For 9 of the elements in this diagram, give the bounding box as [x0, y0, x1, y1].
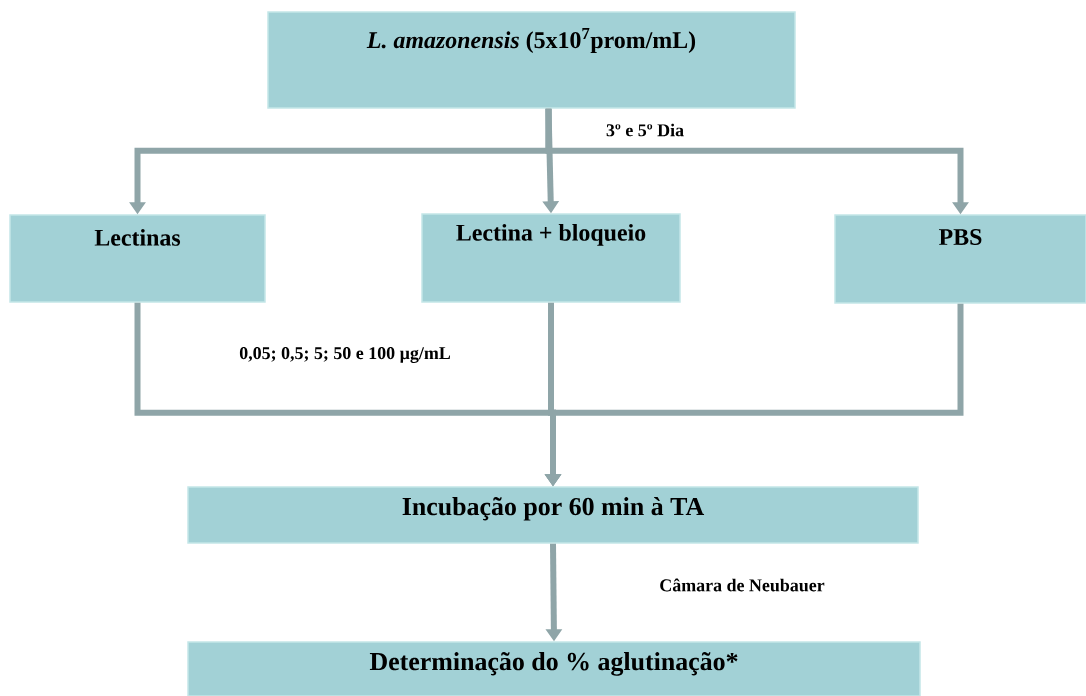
process-box: PBS	[834, 214, 1086, 304]
process-box: Lectinas	[9, 214, 266, 303]
process-box: Lectina + bloqueio	[421, 213, 681, 303]
note-text: 0,05; 0,5; 5; 50 e 100 µg/mL	[239, 347, 451, 363]
process-box: Incubação por 60 min à TA	[187, 486, 919, 544]
note-text: Câmara de Neubauer	[660, 578, 825, 592]
note-text: 3º e 5º Dia	[606, 123, 684, 137]
process-box: L. amazonensis (5x10$^{7}$prom/mL)	[267, 11, 796, 109]
process-box: Determinação do % aglutinação*	[187, 641, 921, 696]
